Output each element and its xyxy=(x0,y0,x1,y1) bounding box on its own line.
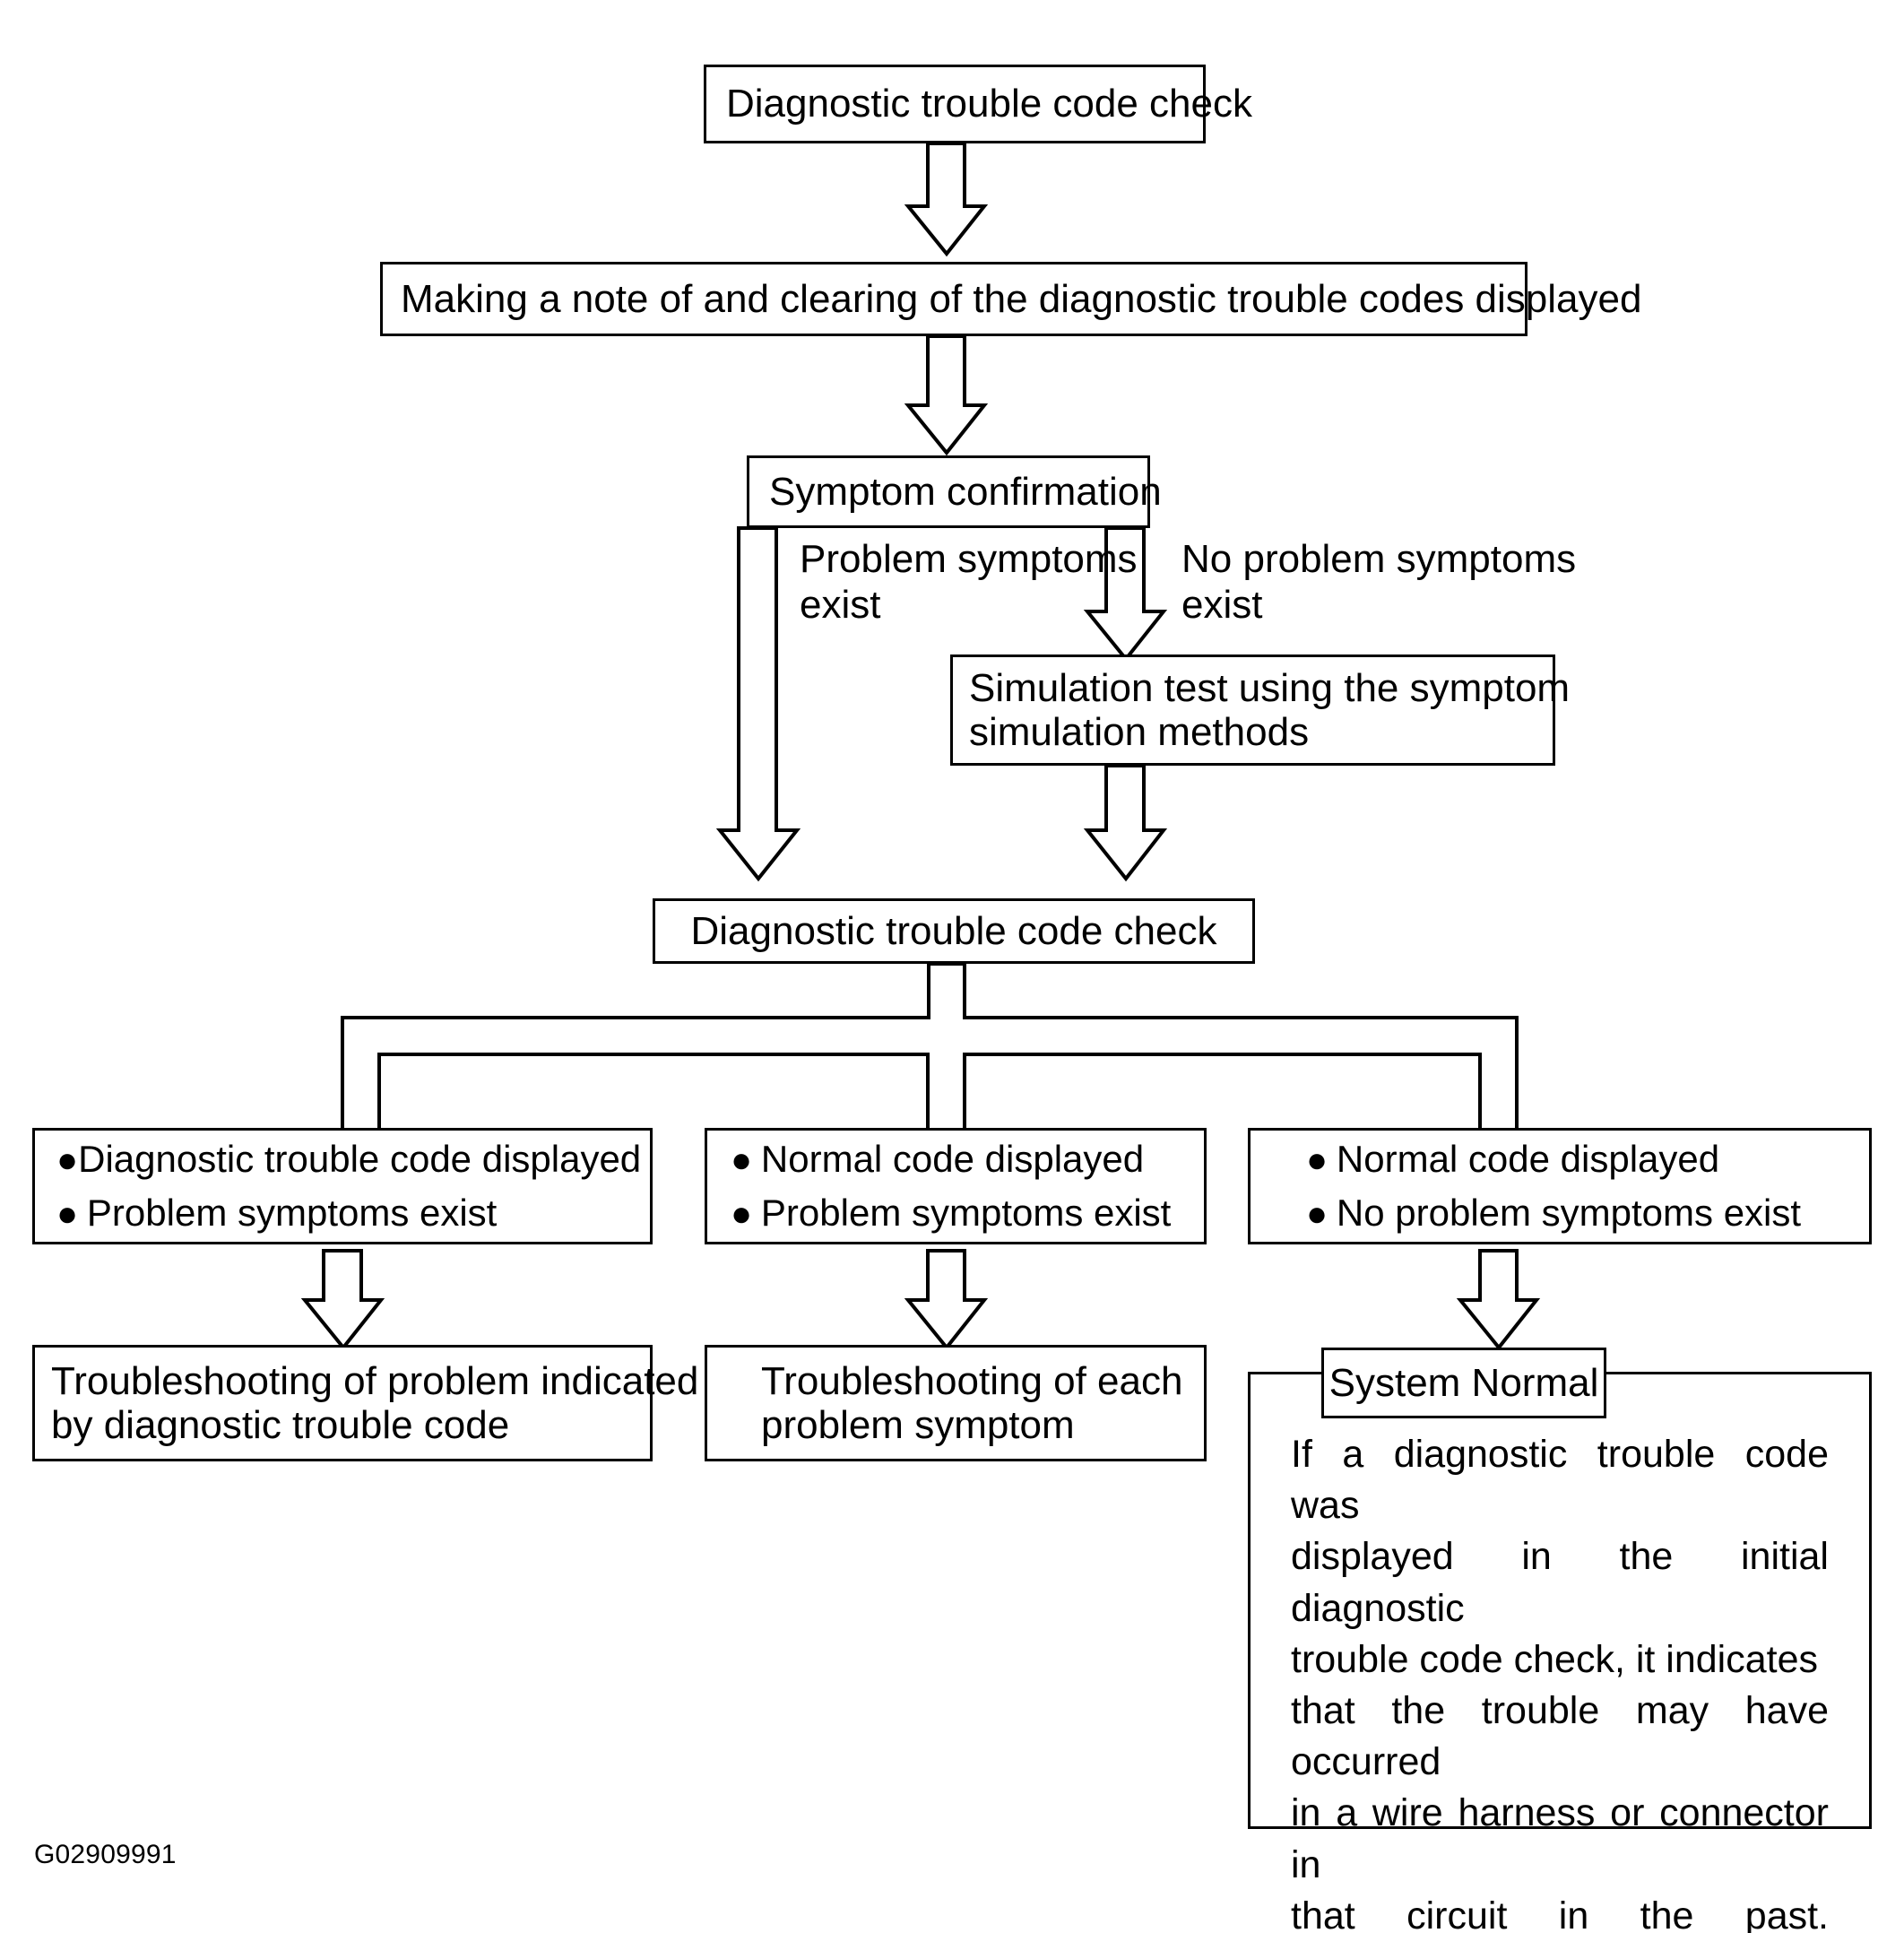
arrow-simulation-to-check xyxy=(1083,764,1168,882)
arrow-outcome-middle-to-result xyxy=(904,1249,989,1351)
system-normal-note-line-6: that circuit in the past. Therefore, xyxy=(1291,1894,1829,1933)
system-normal-note-line-5: in a wire harness or connector in xyxy=(1291,1791,1829,1886)
node-second-check-label: Diagnostic trouble code check xyxy=(690,908,1217,953)
system-normal-note: If a diagnostic trouble code was display… xyxy=(1291,1429,1829,1933)
bullet-icon: ● xyxy=(1306,1194,1328,1234)
node-simulation-test-line2: simulation methods xyxy=(969,710,1310,754)
outcome-left-bullet-1-text: Diagnostic trouble code displayed xyxy=(78,1138,642,1180)
node-system-normal-body[interactable] xyxy=(1248,1372,1872,1829)
outcome-right-bullet-1: ● Normal code displayed xyxy=(1306,1138,1813,1181)
node-outcome-left[interactable]: ● Diagnostic trouble code displayed ● Pr… xyxy=(32,1128,653,1244)
node-symptom-confirmation-label: Symptom confirmation xyxy=(769,469,1162,514)
node-note-and-clear[interactable]: Making a note of and clearing of the dia… xyxy=(380,262,1642,336)
bullet-icon: ● xyxy=(731,1194,753,1234)
outcome-left-bullet-1: ● Diagnostic trouble code displayed xyxy=(56,1138,641,1181)
node-result-middle-line2: problem symptom xyxy=(761,1403,1075,1447)
arrow-problem-symptoms-to-check xyxy=(715,526,801,882)
node-simulation-test-line1: Simulation test using the symptom xyxy=(969,665,1571,710)
bullet-icon: ● xyxy=(1306,1140,1328,1180)
node-note-and-clear-label: Making a note of and clearing of the dia… xyxy=(401,276,1642,321)
outcome-right-bullet-2-text: No problem symptoms exist xyxy=(1336,1192,1802,1234)
drawing-id-label: G02909991 xyxy=(34,1840,177,1869)
outcome-right-bullet-2: ● No problem symptoms exist xyxy=(1306,1192,1813,1235)
arrow-outcome-left-to-result xyxy=(300,1249,385,1351)
arrow-start-to-note xyxy=(904,142,989,257)
node-start-check-label: Diagnostic trouble code check xyxy=(726,82,1252,126)
outcome-middle-bullet-2: ● Problem symptoms exist xyxy=(731,1192,1181,1235)
outcome-left-bullet-2: ● Problem symptoms exist xyxy=(56,1192,628,1235)
system-normal-note-line-1: If a diagnostic trouble code was xyxy=(1291,1433,1829,1528)
node-system-normal-title[interactable]: System Normal xyxy=(1321,1348,1606,1418)
outcome-middle-bullet-2-text: Problem symptoms exist xyxy=(760,1192,1172,1234)
edge-label-problem-symptoms-exist: Problem symptoms exist xyxy=(800,537,1138,628)
node-start-check[interactable]: Diagnostic trouble code check xyxy=(704,65,1252,143)
node-result-left-line1: Troubleshooting of problem indicated xyxy=(51,1358,699,1403)
bullet-icon: ● xyxy=(56,1140,79,1180)
node-result-middle-line1: Troubleshooting of each xyxy=(761,1358,1183,1403)
bullet-icon: ● xyxy=(731,1140,753,1180)
bullet-icon: ● xyxy=(56,1194,79,1234)
system-normal-note-line-4: that the trouble may have occurred xyxy=(1291,1688,1829,1784)
arrow-note-to-symptom xyxy=(904,334,989,456)
outcome-right-bullet-1-text: Normal code displayed xyxy=(1336,1138,1720,1180)
outcome-middle-bullet-1: ● Normal code displayed xyxy=(731,1138,1181,1181)
system-normal-note-line-3: trouble code check, it indicates xyxy=(1291,1637,1818,1681)
system-normal-note-line-2: displayed in the initial diagnostic xyxy=(1291,1535,1829,1630)
node-simulation-test[interactable]: Simulation test using the symptom simula… xyxy=(950,654,1571,766)
node-system-normal-title-label: System Normal xyxy=(1328,1360,1599,1405)
node-outcome-right[interactable]: ● Normal code displayed ● No problem sym… xyxy=(1248,1128,1872,1244)
arrow-outcome-right-to-result xyxy=(1456,1249,1541,1351)
node-outcome-middle[interactable]: ● Normal code displayed ● Problem sympto… xyxy=(705,1128,1207,1244)
node-result-left-line2: by diagnostic trouble code xyxy=(51,1403,510,1447)
outcome-middle-bullet-1-text: Normal code displayed xyxy=(760,1138,1145,1180)
outcome-left-bullet-2-text: Problem symptoms exist xyxy=(86,1192,498,1234)
node-symptom-confirmation[interactable]: Symptom confirmation xyxy=(747,455,1162,528)
node-result-middle[interactable]: Troubleshooting of each problem symptom xyxy=(705,1345,1207,1461)
node-result-left[interactable]: Troubleshooting of problem indicated by … xyxy=(32,1345,699,1461)
edge-label-no-problem-symptoms-exist: No problem symptoms exist xyxy=(1181,537,1577,628)
node-second-check[interactable]: Diagnostic trouble code check xyxy=(653,898,1255,964)
